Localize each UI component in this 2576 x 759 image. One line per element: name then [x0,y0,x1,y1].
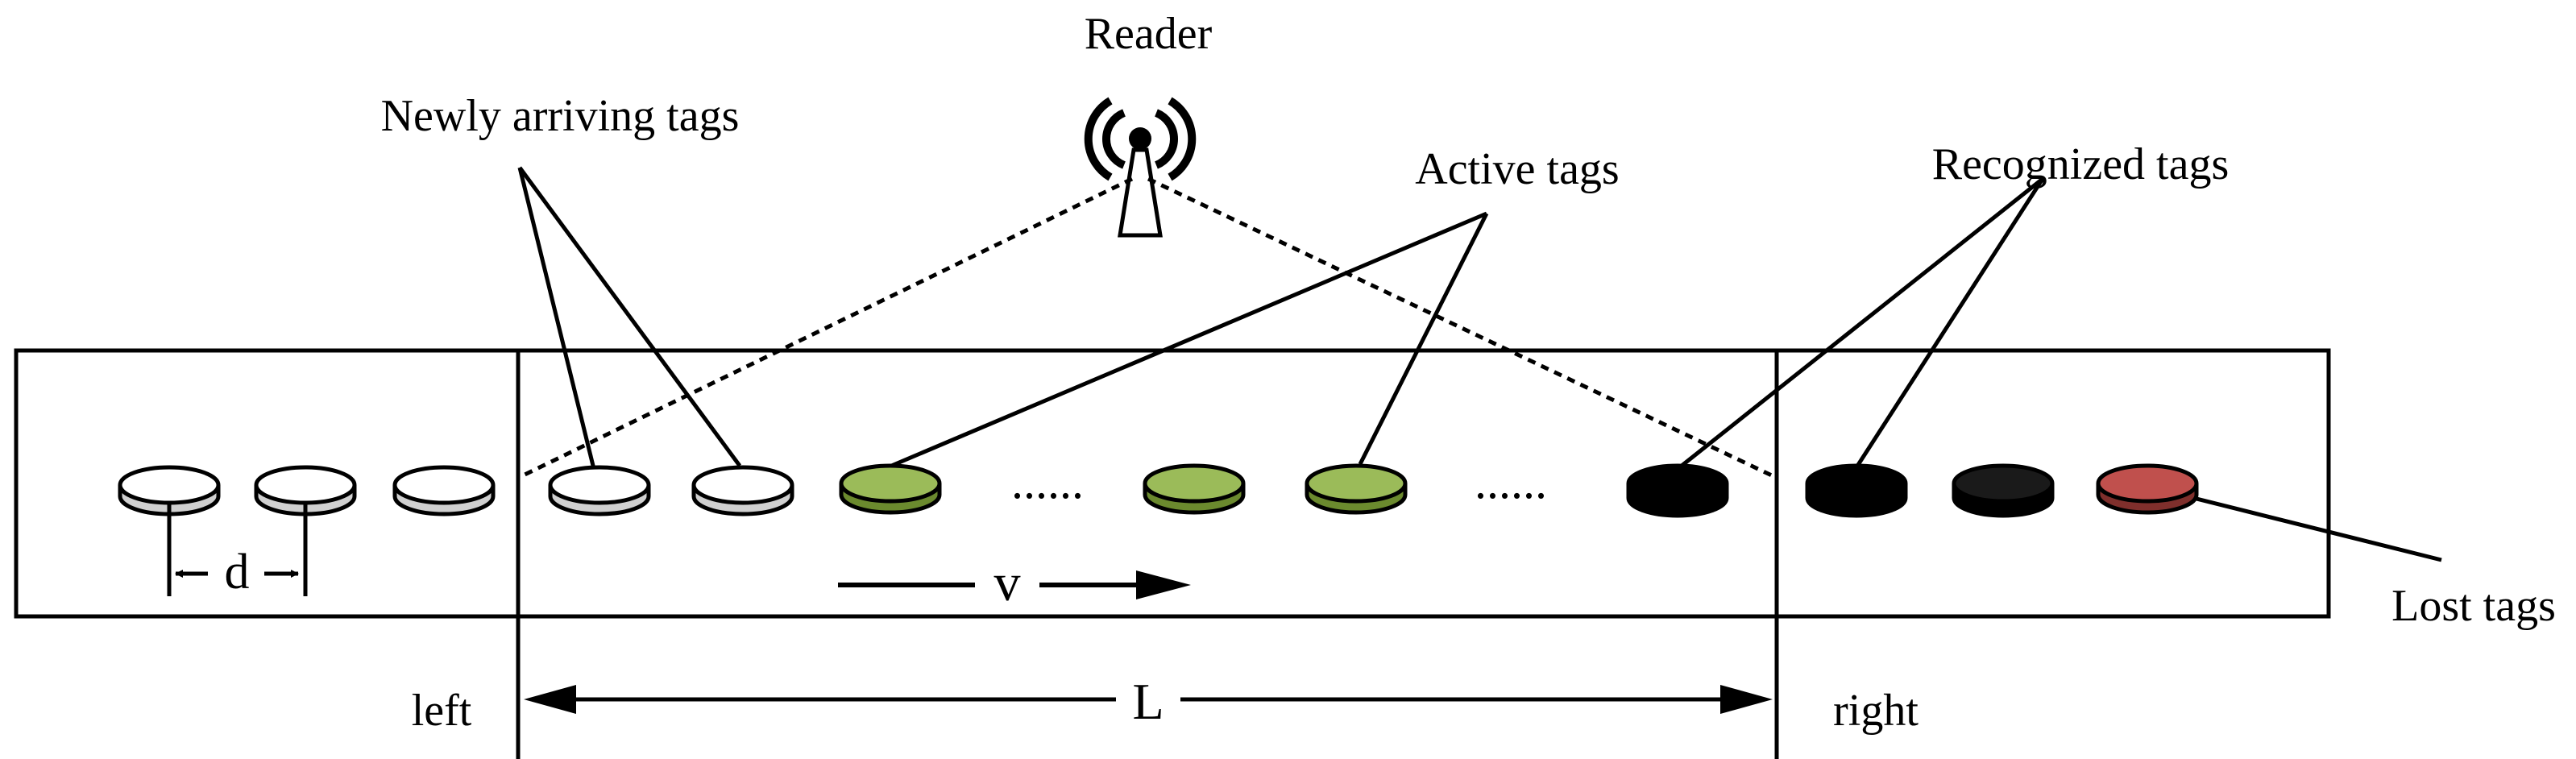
length-label: L [1132,673,1164,730]
spacing-dimension [167,503,308,596]
tag-newly-arriving-4 [548,465,651,516]
tag-lost [2096,463,2199,515]
ellipsis-active: ...... [1011,455,1084,508]
reader-range-left [516,176,1134,480]
tag-active-1 [839,463,942,515]
tag-newly-arriving-5 [691,465,794,516]
tag-recognized-2 [1805,463,1908,518]
active-label: Active tags [1415,144,1619,194]
length-dimension [524,685,1773,714]
tag-active-3 [1305,463,1408,515]
tag-active-2 [1143,463,1246,515]
conveyor-belt [14,348,2331,619]
reader-label: Reader [1085,9,1213,59]
right-label: right [1833,686,1919,736]
newly-arriving-label: Newly arriving tags [381,91,740,141]
tag-recognized-1 [1626,463,1729,518]
velocity-arrow [838,570,1191,599]
tag-newly-arriving-3 [392,465,496,516]
recognized-label: Recognized tags [1932,139,2230,189]
ellipsis-recognized: ...... [1475,455,1547,508]
tag-recognized-3 [1952,463,2055,518]
antenna-icon [1084,97,1197,238]
left-label: left [412,686,472,736]
spacing-label: d [225,545,250,599]
lost-label: Lost tags [2391,581,2556,631]
pointer-lines [517,166,2442,562]
velocity-label: v [994,554,1021,612]
